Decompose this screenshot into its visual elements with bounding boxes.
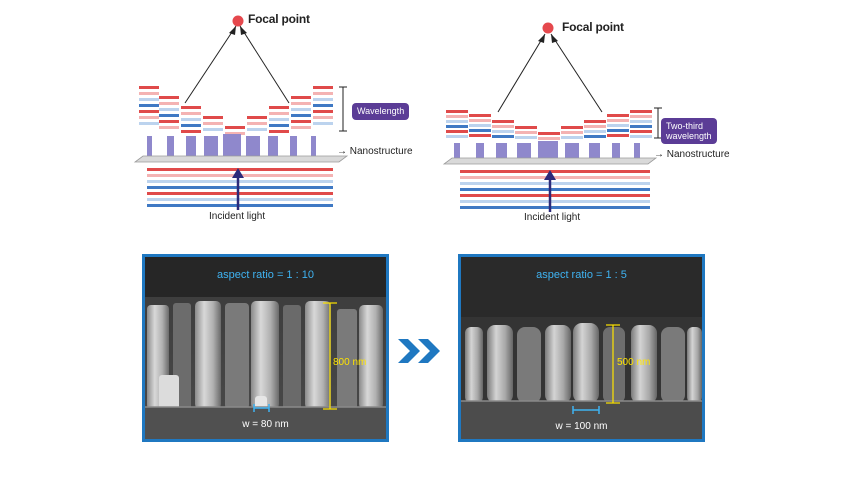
arrowhead — [229, 26, 236, 35]
aspect-ratio-label: aspect ratio = 1 : 5 — [536, 269, 627, 281]
substrate — [442, 157, 658, 165]
nanostructure-pillars — [454, 141, 640, 162]
ray-left — [184, 25, 237, 104]
sem-micrograph — [145, 257, 386, 439]
ray-left — [497, 33, 546, 113]
metalens-schematic — [133, 15, 349, 210]
nanopillars — [465, 323, 702, 403]
two-third-wavelength-badge: Two-third wavelength — [661, 118, 717, 144]
arrowhead — [240, 26, 247, 35]
nanostructure-label: → Nanostructure — [654, 149, 730, 160]
wavelength-badge: Wavelength — [352, 103, 410, 120]
sem-image-aspect-ratio-5: aspect ratio = 1 : 5 500 nm w = 100 nm — [458, 254, 705, 442]
wavefront-stacks — [446, 110, 652, 140]
incident-light-label: Incident light — [524, 212, 581, 223]
badge-line-1: Two-third — [666, 121, 704, 131]
height-label: 800 nm — [333, 357, 367, 368]
focal-point-dot — [232, 15, 244, 27]
focal-point-label: Focal point — [248, 12, 310, 26]
nanopillars — [147, 301, 383, 410]
double-chevron-right-icon — [398, 339, 440, 363]
ray-right — [550, 33, 603, 113]
nanostructure-pillars — [147, 134, 316, 162]
substrate — [461, 401, 702, 439]
diagram-aspect-ratio-10: Focal point Wavelength → Nanostructure I… — [125, 0, 425, 230]
width-label: w = 80 nm — [242, 419, 289, 430]
width-label: w = 100 nm — [555, 421, 608, 432]
badge-line-2: wavelength — [666, 131, 712, 141]
focal-point-dot — [542, 22, 554, 34]
nanostructure-label: → Nanostructure — [337, 146, 413, 157]
substrate — [145, 407, 386, 439]
height-label: 500 nm — [617, 357, 651, 368]
ray-right — [239, 25, 290, 104]
sem-image-aspect-ratio-10: aspect ratio = 1 : 10 800 nm w = 80 nm — [142, 254, 389, 442]
aspect-ratio-label: aspect ratio = 1 : 10 — [217, 269, 314, 281]
wavefront-stacks — [139, 86, 333, 135]
incident-light-label: Incident light — [209, 211, 266, 222]
metalens-schematic — [442, 22, 662, 212]
incident-light-bands — [460, 170, 650, 209]
focal-point-label: Focal point — [562, 20, 624, 34]
sem-micrograph — [461, 257, 702, 439]
substrate — [133, 155, 349, 163]
diagram-aspect-ratio-5: Focal point Two-third wavelength → Nanos… — [438, 0, 738, 230]
